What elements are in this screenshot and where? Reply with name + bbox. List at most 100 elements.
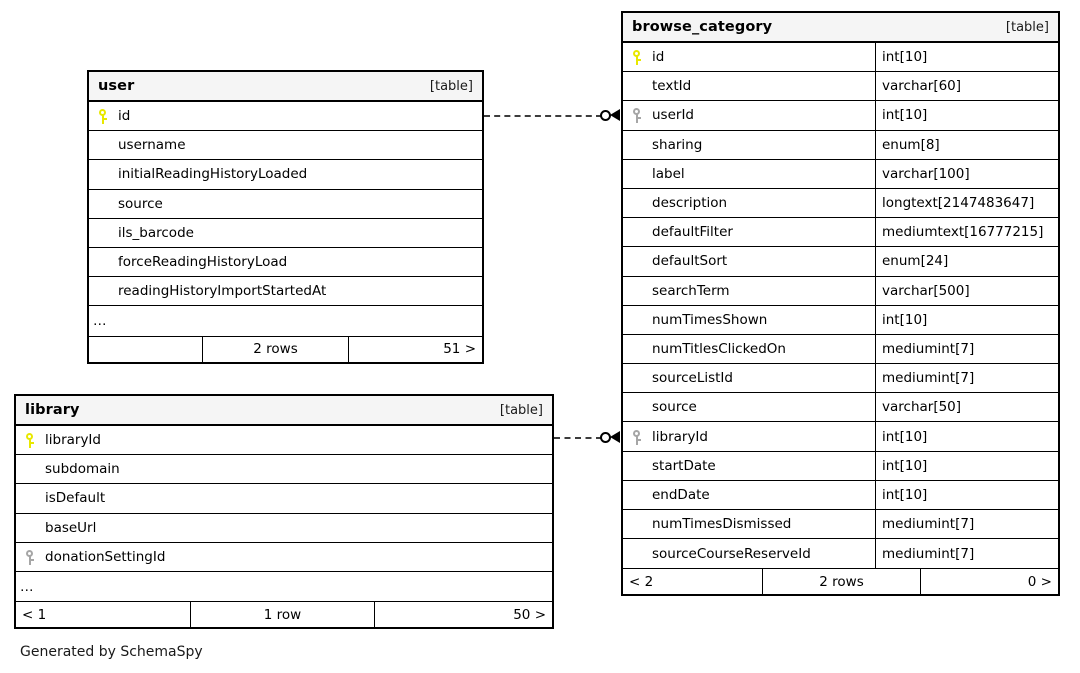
column-row[interactable]: textId varchar[60] <box>623 72 1058 102</box>
no-key-icon <box>629 194 647 212</box>
no-key-icon <box>629 515 647 533</box>
column-row[interactable]: subdomain <box>16 455 552 485</box>
column-row[interactable]: numTimesShown int[10] <box>623 305 1058 335</box>
column-row[interactable]: id <box>89 102 482 132</box>
primary-key-icon <box>629 48 647 66</box>
column-row[interactable]: sharing enum[8] <box>623 130 1058 160</box>
column-type-cell: varchar[500] <box>875 276 1058 305</box>
column-row[interactable]: source <box>89 190 482 219</box>
column-label: numTitlesClickedOn <box>652 340 786 357</box>
column-row[interactable]: readingHistoryImportStartedAt <box>89 277 482 307</box>
column-row[interactable]: libraryId <box>16 426 552 456</box>
no-key-icon <box>629 398 647 416</box>
column-label: donationSettingId <box>45 548 166 565</box>
column-label: initialReadingHistoryLoaded <box>118 166 308 183</box>
column-name-cell: donationSettingId <box>16 543 552 571</box>
footer-next-button[interactable]: 0 > <box>920 569 1058 595</box>
column-type-cell: varchar[100] <box>875 159 1058 188</box>
column-row[interactable]: numTitlesClickedOn mediumint[7] <box>623 334 1058 365</box>
column-name-cell: defaultFilter <box>623 218 875 246</box>
entity-user[interactable]: user [table] id username initialReadingH… <box>87 70 484 364</box>
column-label: userId <box>652 107 694 124</box>
no-key-icon <box>95 224 113 242</box>
column-row[interactable]: source varchar[50] <box>623 393 1058 423</box>
column-name-cell: source <box>623 393 875 421</box>
column-name-cell: numTitlesClickedOn <box>623 335 875 363</box>
column-row[interactable]: numTimesDismissed mediumint[7] <box>623 510 1058 540</box>
column-name-cell: isDefault <box>16 484 552 512</box>
column-label: forceReadingHistoryLoad <box>118 254 288 271</box>
no-key-icon <box>22 460 40 478</box>
entity-browse-category[interactable]: browse_category [table] id int[10] textI… <box>621 11 1060 597</box>
column-name-cell: label <box>623 160 875 188</box>
column-name-cell: libraryId <box>16 426 552 454</box>
column-row[interactable]: donationSettingId <box>16 543 552 572</box>
column-name-cell: description <box>623 189 875 217</box>
column-row[interactable]: defaultSort enum[24] <box>623 247 1058 277</box>
column-row[interactable]: label varchar[100] <box>623 159 1058 189</box>
footer-next-button[interactable]: 51 > <box>348 336 482 362</box>
foreign-key-icon <box>629 106 647 124</box>
primary-key-icon <box>22 431 40 449</box>
column-row[interactable]: forceReadingHistoryLoad <box>89 248 482 278</box>
column-row[interactable]: libraryId int[10] <box>623 422 1058 452</box>
footer-prev-button[interactable] <box>89 337 202 362</box>
no-key-icon <box>95 165 113 183</box>
column-label: endDate <box>652 486 710 503</box>
column-row[interactable]: ils_barcode <box>89 219 482 248</box>
footer-prev-button[interactable]: < 1 <box>22 606 47 623</box>
column-name-cell: forceReadingHistoryLoad <box>89 248 482 276</box>
column-type-cell: varchar[50] <box>875 393 1058 422</box>
column-label: label <box>652 165 685 182</box>
no-key-icon <box>95 195 113 213</box>
column-label: isDefault <box>45 490 106 507</box>
column-row[interactable]: endDate int[10] <box>623 480 1058 510</box>
column-label: defaultSort <box>652 253 728 270</box>
column-row[interactable]: sourceListId mediumint[7] <box>623 364 1058 394</box>
column-row[interactable]: initialReadingHistoryLoaded <box>89 160 482 190</box>
relationship-library-to-browse-category <box>554 431 621 443</box>
more-columns-row[interactable]: … <box>16 572 552 601</box>
no-key-icon <box>629 545 647 563</box>
column-label: ils_barcode <box>118 224 194 241</box>
entity-browse-category-tag: [table] <box>1005 19 1049 35</box>
more-columns-cell: … <box>89 306 482 335</box>
column-name-cell: sourceListId <box>623 364 875 392</box>
column-type-cell: enum[24] <box>875 247 1058 276</box>
column-type-cell: varchar[60] <box>875 72 1058 101</box>
column-type-cell: int[10] <box>875 422 1058 451</box>
column-label: id <box>118 108 131 125</box>
column-type-cell: int[10] <box>875 305 1058 334</box>
column-row[interactable]: userId int[10] <box>623 101 1058 131</box>
column-row[interactable]: isDefault <box>16 484 552 514</box>
column-label: sourceListId <box>652 370 733 387</box>
footer-next-button[interactable]: 50 > <box>374 602 552 628</box>
column-row[interactable]: username <box>89 131 482 161</box>
column-label: readingHistoryImportStartedAt <box>118 283 327 300</box>
foreign-key-icon <box>22 548 40 566</box>
column-name-cell: source <box>89 190 482 218</box>
footer-row-count: 1 row <box>190 602 374 628</box>
entity-browse-category-footer: < 2 2 rows 0 > <box>623 568 1058 595</box>
column-row[interactable]: startDate int[10] <box>623 451 1058 481</box>
column-name-cell: sourceCourseReserveId <box>623 539 875 568</box>
footer-prev-button[interactable]: < 2 <box>629 573 654 590</box>
column-label: numTimesDismissed <box>652 516 792 533</box>
column-name-cell: initialReadingHistoryLoaded <box>89 160 482 188</box>
relationship-line <box>484 115 602 117</box>
column-row[interactable]: sourceCourseReserveId mediumint[7] <box>623 539 1058 569</box>
column-row[interactable]: id int[10] <box>623 43 1058 73</box>
more-columns-row[interactable]: … <box>89 306 482 335</box>
no-key-icon <box>629 165 647 183</box>
entity-browse-category-title: browse_category <box>632 19 773 35</box>
column-name-cell: username <box>89 131 482 159</box>
column-row[interactable]: baseUrl <box>16 514 552 543</box>
column-row[interactable]: searchTerm varchar[500] <box>623 276 1058 306</box>
column-row[interactable]: description longtext[2147483647] <box>623 188 1058 219</box>
footer-row-count: 2 rows <box>202 336 348 362</box>
entity-library[interactable]: library [table] libraryId subdomain isDe… <box>14 394 554 630</box>
column-row[interactable]: defaultFilter mediumtext[16777215] <box>623 218 1058 248</box>
column-label: startDate <box>652 457 716 474</box>
column-label: username <box>118 137 186 154</box>
column-label: sharing <box>652 136 703 153</box>
